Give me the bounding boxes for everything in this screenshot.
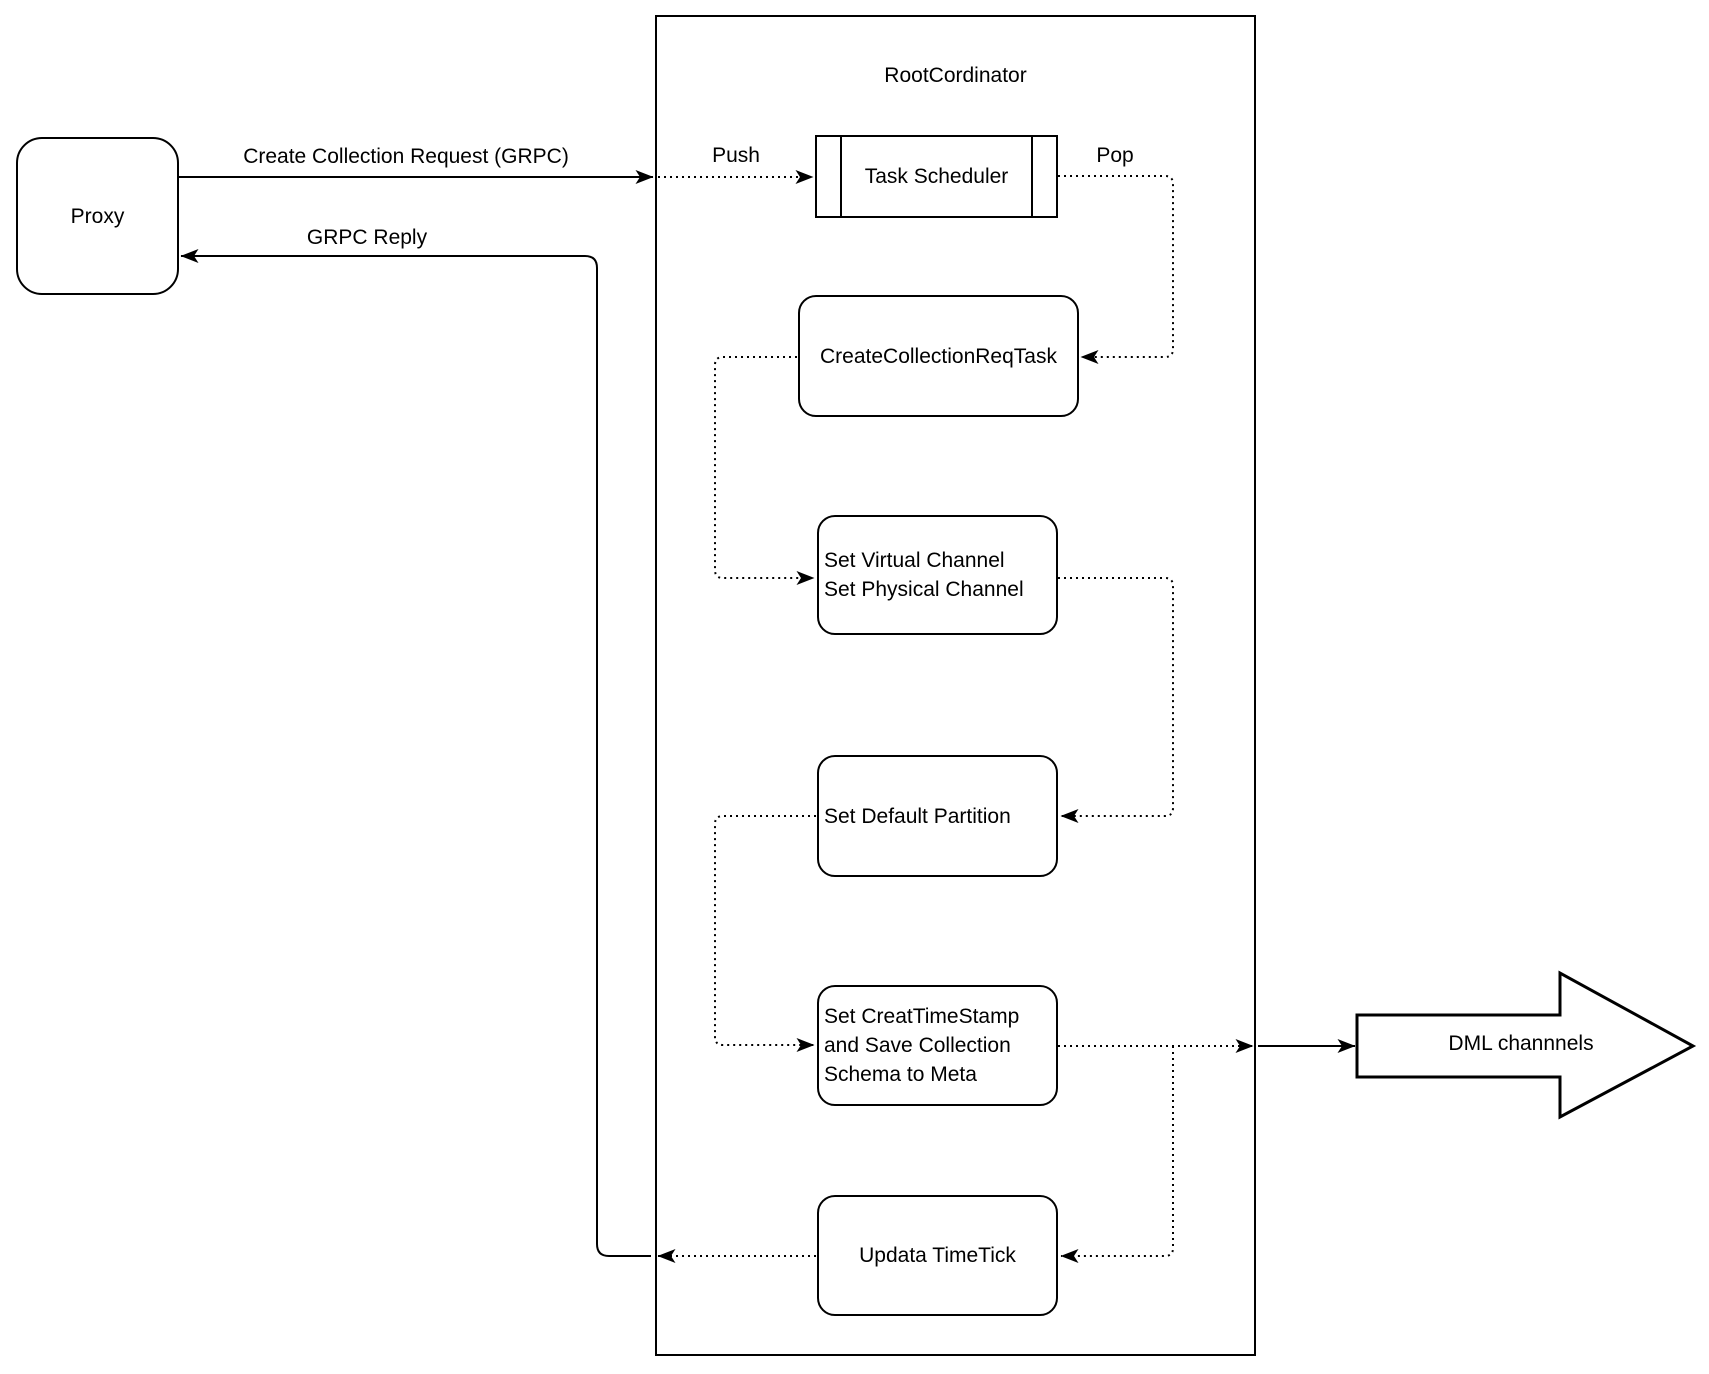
create-collection-request-label: Create Collection Request (GRPC) <box>243 145 569 168</box>
set-creat-timestamp-line2: and Save Collection <box>824 1034 1011 1057</box>
updata-timetick-node: Updata TimeTick <box>817 1195 1058 1316</box>
set-channels-node: Set Virtual Channel Set Physical Channel <box>817 515 1058 635</box>
set-channels-line2: Set Physical Channel <box>824 578 1024 601</box>
updata-timetick-label: Updata TimeTick <box>859 1244 1016 1267</box>
grpc-reply-label: GRPC Reply <box>306 226 428 249</box>
create-collection-req-task-node: CreateCollectionReqTask <box>798 295 1079 417</box>
set-default-partition-node: Set Default Partition <box>817 755 1058 877</box>
pop-label: Pop <box>1096 144 1134 167</box>
task-scheduler-label: Task Scheduler <box>864 165 1009 188</box>
set-creat-timestamp-line3: Schema to Meta <box>824 1063 977 1086</box>
set-creat-timestamp-line1: Set CreatTimeStamp <box>824 1005 1020 1028</box>
edge-reqtask-to-channels-line <box>714 356 815 585</box>
set-creat-timestamp-node: Set CreatTimeStamp and Save Collection S… <box>817 985 1058 1106</box>
create-collection-req-task-label: CreateCollectionReqTask <box>820 344 1057 368</box>
dml-channels-arrow <box>1355 970 1697 1120</box>
set-default-partition-label: Set Default Partition <box>824 804 1011 828</box>
set-channels-line1: Set Virtual Channel <box>824 549 1005 572</box>
proxy-label: Proxy <box>70 204 125 228</box>
task-scheduler-node: Task Scheduler <box>815 135 1058 218</box>
edge-pop-line <box>1058 175 1174 364</box>
rootcoordinator-container <box>655 15 1256 1356</box>
proxy-node: Proxy <box>16 137 179 295</box>
edge-grpc-reply-line <box>180 249 651 1257</box>
rootcoordinator-title: RootCordinator <box>884 64 1027 87</box>
task-scheduler-bar-right <box>1031 137 1033 216</box>
dml-channels-label: DML channnels <box>1448 1032 1594 1055</box>
task-scheduler-bar-left <box>840 137 842 216</box>
edge-channels-to-partition-line <box>1058 577 1174 823</box>
push-label: Push <box>712 144 760 167</box>
